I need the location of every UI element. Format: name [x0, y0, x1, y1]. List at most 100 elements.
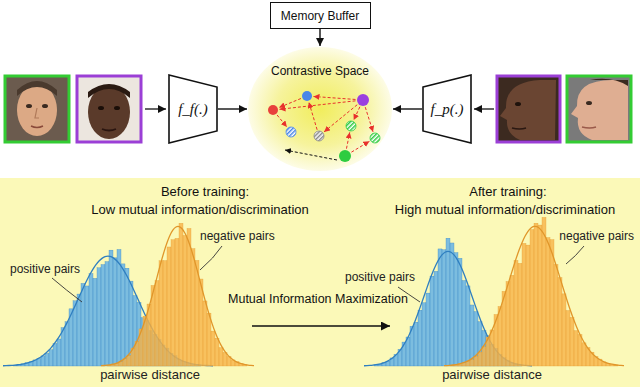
- histogram-bar: [179, 223, 183, 366]
- density-curve: [364, 251, 532, 365]
- axis-label: pairwise distance: [100, 368, 200, 382]
- histogram-bar: [97, 268, 101, 366]
- histogram-bar: [163, 261, 167, 366]
- histogram-bar: [558, 278, 562, 366]
- embedding-dot: [357, 94, 369, 106]
- face-photo: [77, 76, 141, 142]
- histogram-bar: [526, 245, 530, 366]
- process-arrow: [252, 325, 390, 326]
- histogram-bar: [438, 249, 442, 366]
- node-label: f_f(.): [178, 101, 208, 118]
- embedding-dot: [286, 127, 296, 137]
- histogram-bar: [578, 335, 582, 366]
- histogram-bar: [454, 253, 458, 366]
- histogram-bar: [446, 238, 450, 366]
- repel-arrow: [351, 141, 369, 152]
- repel-arrow: [279, 101, 355, 109]
- histogram-panel: Before training: Low mutual information/d…: [0, 178, 640, 387]
- histogram-bar: [81, 283, 85, 366]
- histogram-bar: [510, 275, 514, 366]
- histogram-bar: [113, 258, 117, 366]
- histogram-bar: [474, 312, 478, 366]
- histogram-bar: [458, 258, 462, 366]
- trapezoid-shape: [423, 75, 471, 143]
- histogram-bar: [45, 353, 49, 366]
- histogram-bar: [522, 243, 526, 366]
- histogram-bar: [478, 352, 482, 366]
- histogram-bar: [37, 359, 41, 366]
- histogram-bar: [582, 343, 586, 366]
- histogram-bar: [117, 249, 121, 366]
- histogram-bar: [53, 343, 57, 366]
- density-curve: [444, 226, 624, 365]
- repel-arrow: [365, 107, 373, 132]
- series-label: negative pairs: [559, 229, 634, 243]
- histogram-bar: [530, 230, 534, 366]
- histogram-bar: [121, 264, 125, 366]
- histogram-bar: [498, 306, 502, 366]
- histogram-bar: [478, 322, 482, 366]
- trapezoid-shape: [169, 75, 217, 143]
- histogram-bar: [77, 294, 81, 366]
- histogram-bar: [167, 247, 171, 366]
- attract-arrow: [285, 150, 337, 160]
- histogram-bar: [215, 338, 219, 366]
- embedding-dot: [370, 133, 380, 143]
- repel-arrow: [279, 98, 301, 107]
- input-arrow: [474, 108, 494, 109]
- histogram-bar: [430, 276, 434, 366]
- histogram-bar: [211, 331, 215, 366]
- histogram-bar: [93, 278, 97, 366]
- histogram-bar: [418, 310, 422, 366]
- embedding-dot: [339, 150, 351, 162]
- histogram-bar: [574, 331, 578, 366]
- embedding-dot: [268, 105, 278, 115]
- histogram-bar: [422, 303, 426, 366]
- panel-heading: After training:: [469, 184, 546, 199]
- histogram-bar: [406, 337, 410, 366]
- histogram-bar: [223, 353, 227, 366]
- histogram-bar: [183, 236, 187, 366]
- space-circle: [248, 47, 392, 171]
- connector-arrow: [218, 108, 247, 109]
- histogram-bar: [542, 217, 546, 366]
- histogram-bar: [109, 250, 113, 366]
- histogram-bar: [101, 265, 105, 366]
- histogram-bar: [470, 359, 474, 366]
- histogram-bar: [506, 282, 510, 366]
- histogram-bar: [538, 225, 542, 366]
- histogram-bar: [219, 348, 223, 366]
- histogram-bar: [426, 293, 430, 366]
- axis-label: pairwise distance: [442, 368, 542, 382]
- repel-arrow: [313, 96, 355, 99]
- histogram-bar: [474, 356, 478, 366]
- panel-subheading: Low mutual information/discrimination: [91, 202, 308, 217]
- leader-line: [566, 246, 584, 264]
- histogram-bar: [518, 263, 522, 366]
- histogram-bar: [187, 228, 191, 366]
- histogram-bar: [414, 322, 418, 366]
- input-arrow: [145, 108, 166, 109]
- face-photo: [5, 76, 69, 142]
- histogram-bar: [546, 238, 550, 366]
- leader-line: [200, 246, 222, 270]
- connector-arrow: [319, 29, 320, 46]
- histogram-bar: [203, 301, 207, 366]
- repel-arrow: [324, 105, 357, 132]
- histogram-bar: [490, 330, 494, 366]
- repel-arrow: [309, 102, 317, 130]
- histogram-bar: [49, 350, 53, 366]
- histogram-bar: [566, 311, 570, 366]
- panel-heading: Before training:: [161, 184, 249, 199]
- histogram-bar: [191, 249, 195, 366]
- histogram-bar: [159, 261, 163, 366]
- face-photo: [567, 76, 631, 142]
- histogram-bar: [534, 223, 538, 366]
- histogram-bar: [442, 250, 446, 366]
- encoder-trapezoid: f_p(.): [422, 74, 472, 144]
- histogram-bar: [155, 281, 159, 366]
- embedding-dot: [314, 131, 324, 141]
- embedding-dot: [302, 91, 312, 101]
